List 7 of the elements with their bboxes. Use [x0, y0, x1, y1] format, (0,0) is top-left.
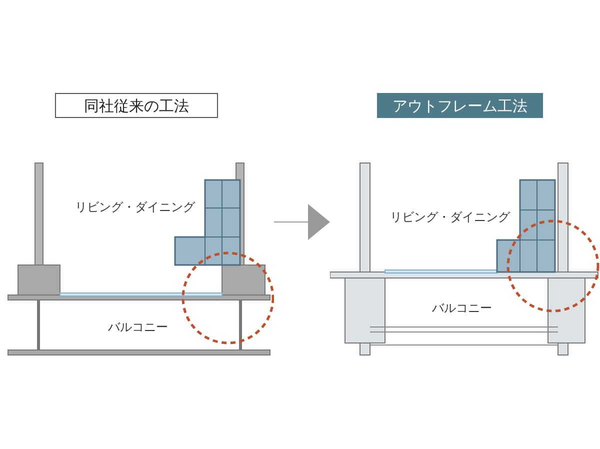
room-label: バルコニー — [108, 319, 168, 336]
method-heading: アウトフレーム工法 — [377, 93, 543, 118]
room-label: バルコニー — [432, 300, 492, 317]
method-heading: 同社従来の工法 — [55, 93, 218, 118]
room-label: リビング・ダイニング — [75, 199, 195, 216]
room-label: リビング・ダイニング — [390, 209, 510, 226]
arrow — [274, 204, 330, 240]
